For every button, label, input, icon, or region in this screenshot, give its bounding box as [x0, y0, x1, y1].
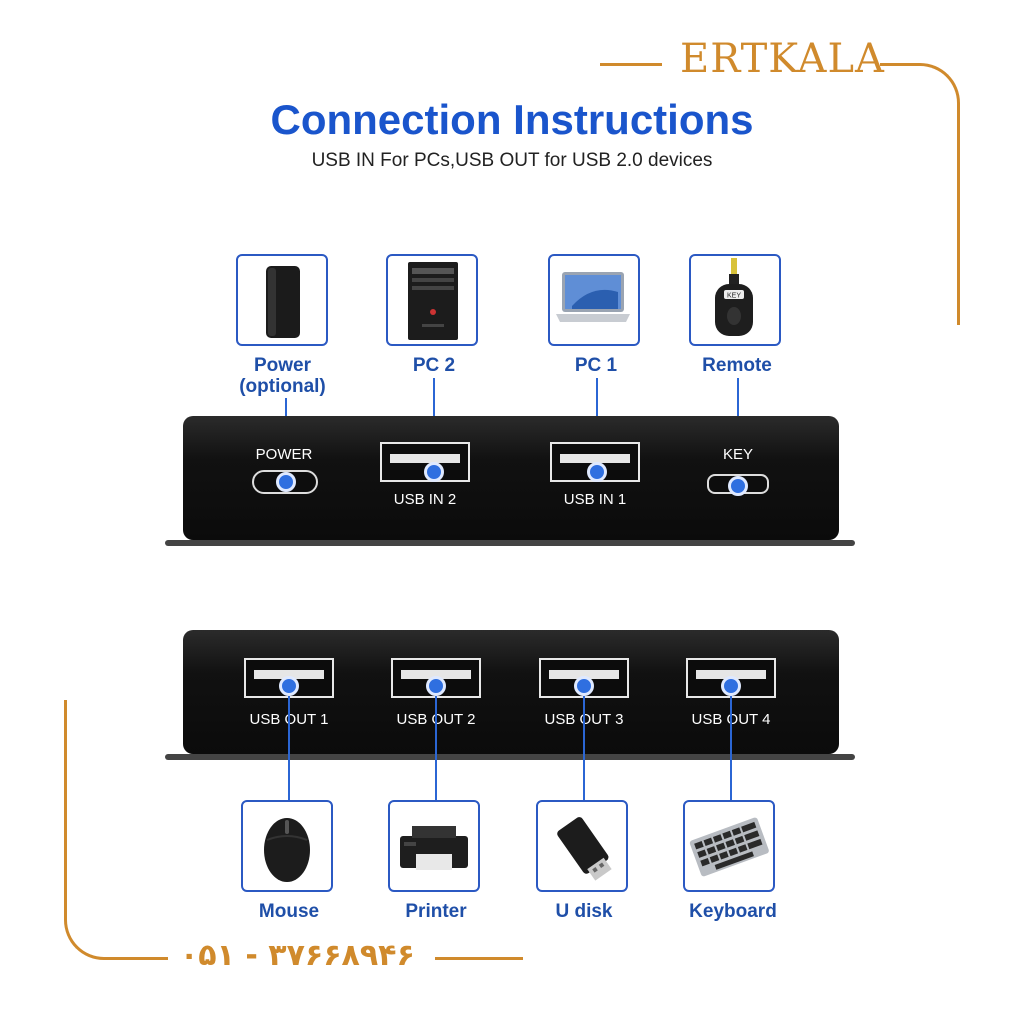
page-title: Connection Instructions	[270, 96, 754, 143]
connector-keyboard	[730, 688, 732, 800]
keyboard-card	[683, 800, 775, 892]
connector-printer	[435, 688, 437, 800]
brand-logo: ERTKALA	[680, 36, 885, 82]
laptop-icon	[556, 272, 630, 322]
power-card	[236, 254, 328, 346]
label-udisk: U disk	[555, 901, 613, 922]
mouse-icon	[264, 818, 310, 882]
top-device-shadow	[165, 540, 855, 546]
frame-bottom-left-corner	[64, 880, 144, 960]
dot-usb-out-1	[279, 676, 299, 696]
label-keyboard: Keyboard	[689, 901, 777, 922]
label-pc2: PC 2	[412, 355, 456, 376]
dot-usb-in-1	[587, 462, 607, 482]
desktop-tower-icon	[408, 262, 458, 340]
remote-key-icon: KEY	[715, 258, 753, 336]
pc2-card	[386, 254, 478, 346]
page-subtitle: USB IN For PCs,USB OUT for USB 2.0 devic…	[311, 150, 713, 171]
dot-key	[728, 476, 748, 496]
power-port-label: POWER	[255, 446, 313, 463]
label-power: Power (optional)	[220, 355, 345, 397]
key-port-label: KEY	[722, 446, 753, 463]
usb-in-2-label: USB IN 2	[393, 491, 457, 508]
frame-bottom-line-right	[435, 957, 523, 960]
dot-usb-in-2	[424, 462, 444, 482]
remote-card: KEY	[689, 254, 781, 346]
udisk-card	[536, 800, 628, 892]
keyboard-icon	[689, 817, 769, 877]
usb-in-1-label: USB IN 1	[563, 491, 627, 508]
dot-usb-out-2	[426, 676, 446, 696]
mouse-card	[241, 800, 333, 892]
svg-text:KEY: KEY	[727, 293, 741, 300]
frame-bottom-line-left	[140, 957, 168, 960]
dot-usb-out-4	[721, 676, 741, 696]
label-remote: Remote	[702, 355, 772, 376]
frame-right-line	[957, 140, 960, 325]
frame-top-left-line	[600, 63, 662, 66]
printer-card	[388, 800, 480, 892]
power-bank-icon	[266, 266, 300, 338]
connector-udisk	[583, 688, 585, 800]
printer-icon	[400, 826, 468, 870]
usb-drive-icon	[557, 817, 612, 881]
label-power-line2: (optional)	[239, 376, 326, 397]
frame-left-line	[64, 700, 67, 900]
label-power-line1: Power	[253, 355, 312, 376]
connector-mouse	[288, 688, 290, 800]
bottom-device-shadow	[165, 754, 855, 760]
frame-top-right-corner	[880, 63, 960, 143]
label-printer: Printer	[405, 901, 467, 922]
label-mouse: Mouse	[258, 901, 320, 922]
phone-number: ۰۵۱ - ۳۷۶۶۸۹۴۶	[180, 938, 415, 973]
label-pc1: PC 1	[574, 355, 618, 376]
pc1-card	[548, 254, 640, 346]
dot-usb-out-3	[574, 676, 594, 696]
dot-power	[276, 472, 296, 492]
